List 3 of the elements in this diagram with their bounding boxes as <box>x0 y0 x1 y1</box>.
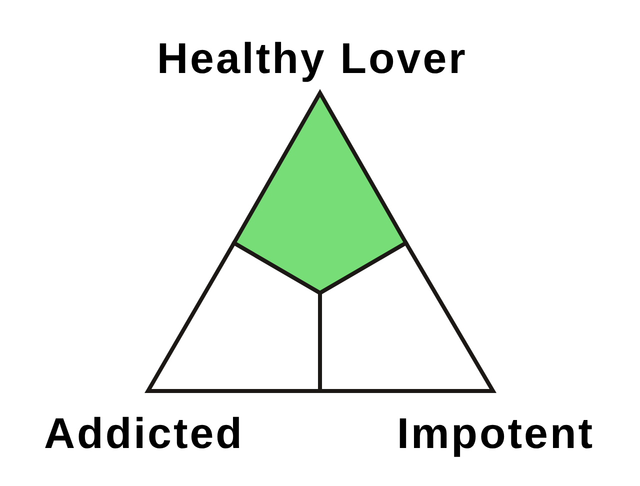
corner-label: Impotent <box>397 413 595 456</box>
corner-label: Addicted <box>44 413 244 456</box>
corner-label: Healthy Lover <box>157 38 468 81</box>
